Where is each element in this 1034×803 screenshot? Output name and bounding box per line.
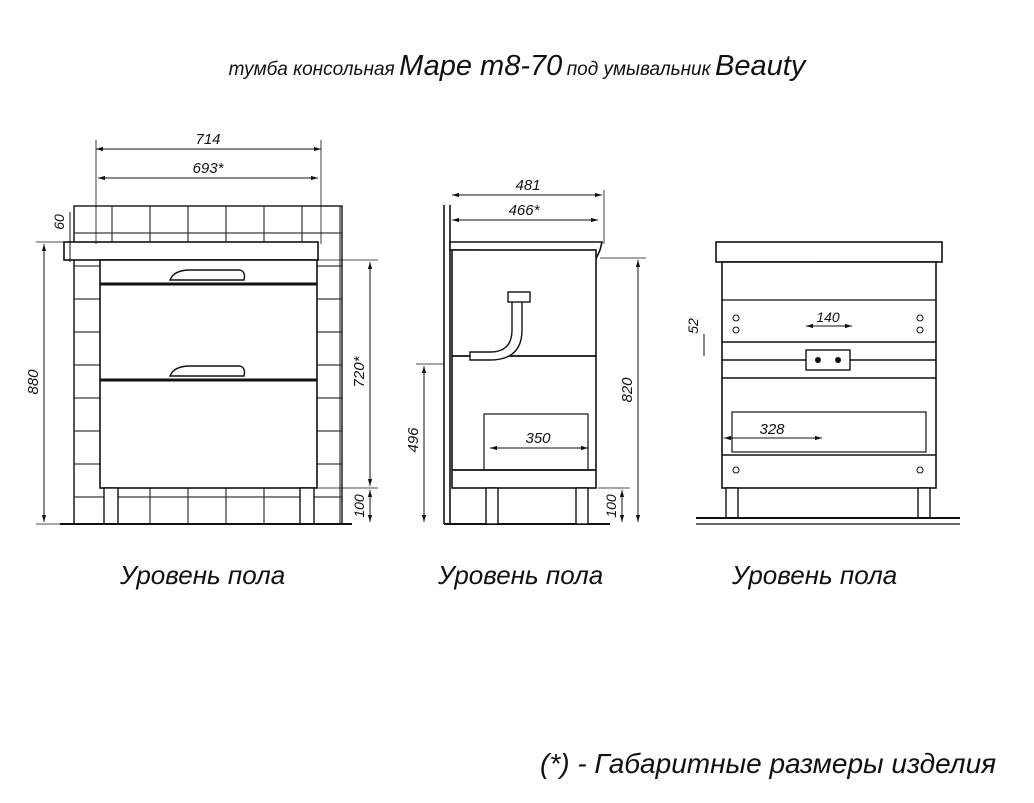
cabinet-side [451, 249, 597, 489]
dim-width-body: 693* [193, 160, 225, 177]
dim-mount-spacing: 140 [816, 309, 840, 325]
front-view: 714 693* 880 60 720* 100 [25, 131, 378, 525]
leg-right [299, 487, 315, 525]
drain-pipe [469, 297, 523, 361]
floor-label-front: Уровень пола [120, 560, 286, 590]
dim-height-top: 820 [619, 377, 636, 403]
drawer-side [483, 413, 589, 471]
mount-bracket [805, 349, 851, 371]
leg-left [103, 487, 119, 525]
title-sink: Beauty [715, 50, 806, 82]
title-middle: под умывальник [566, 59, 711, 80]
dim-total-height: 880 [25, 369, 42, 395]
title-model: Марe т8-70 [399, 50, 563, 82]
dim-countertop: 60 [51, 214, 67, 230]
back-cabinet [721, 261, 937, 489]
dim-mount-height: 52 [685, 318, 701, 334]
drawer-handle-top [168, 269, 246, 281]
floor-label-back: Уровень пола [732, 560, 898, 590]
footnote: (*) - Габаритные размеры изделия [540, 748, 997, 779]
title-prefix: тумба консольная [228, 59, 395, 80]
drawing-title: тумба консольная Марe т8-70 под умывальн… [0, 50, 1034, 83]
dim-depth-body: 466* [509, 202, 541, 219]
dim-mount-offset: 328 [759, 421, 785, 438]
floor-label-side: Уровень пола [438, 560, 604, 590]
dim-drain-height: 496 [405, 427, 422, 453]
dim-drawer-depth: 350 [525, 430, 551, 447]
dim-body-height: 720* [351, 355, 368, 387]
back-view: 52 140 328 [685, 241, 960, 525]
side-view: 481 466* 820 100 496 350 [405, 177, 646, 525]
dim-side-legs: 100 [603, 494, 619, 518]
back-sink [715, 241, 943, 263]
drawer-handle-bottom [168, 365, 246, 377]
countertop [63, 241, 319, 261]
dim-width-overall: 714 [195, 131, 220, 148]
dim-legs-height: 100 [351, 494, 367, 518]
dim-depth-overall: 481 [515, 177, 540, 194]
